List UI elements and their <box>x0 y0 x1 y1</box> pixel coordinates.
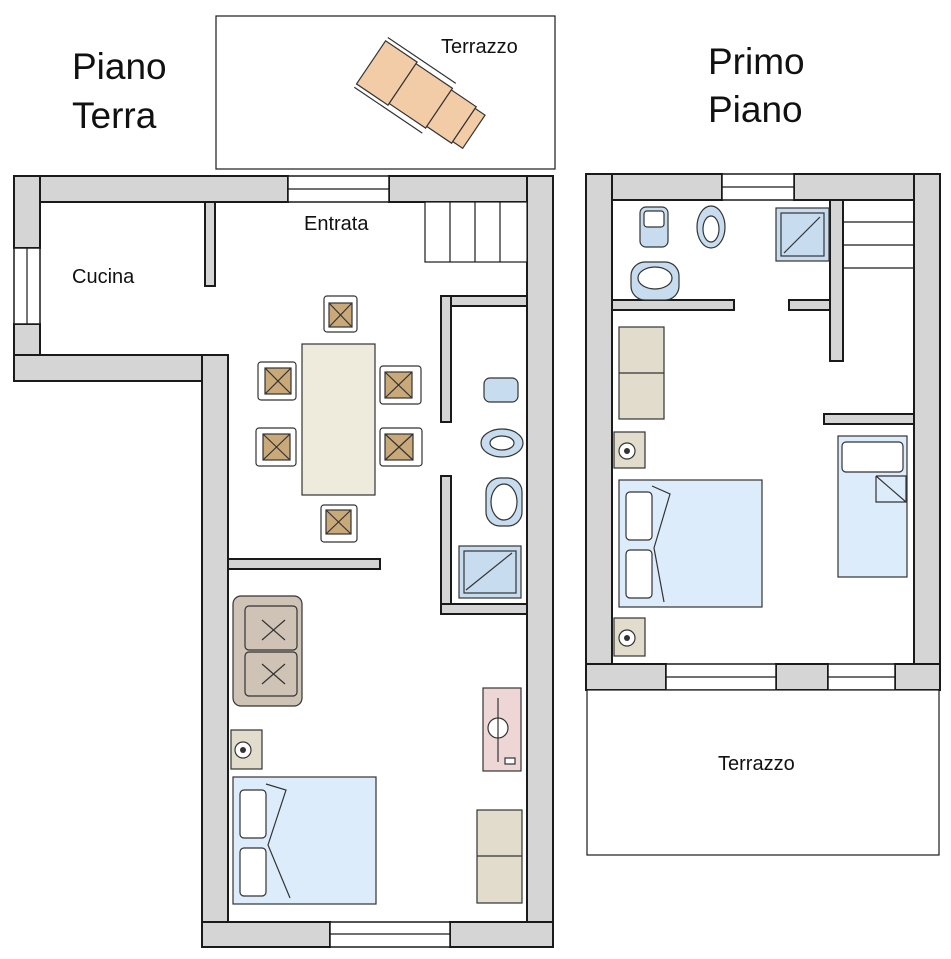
chair <box>320 504 358 543</box>
first-terrace-label: Terrazzo <box>718 753 795 775</box>
ground-floor-title-line2: Terra <box>72 95 157 136</box>
ground-bathroom <box>458 377 524 599</box>
ground-terrace: Terrazzo <box>215 15 556 170</box>
chair <box>379 427 423 467</box>
first-floor-walls <box>585 173 941 691</box>
desk <box>482 687 522 772</box>
ground-terrace-label: Terrazzo <box>441 36 518 58</box>
entrance-label: Entrata <box>304 213 369 235</box>
first-wardrobe <box>618 326 665 420</box>
first-bathroom <box>630 205 830 301</box>
sofa <box>232 595 303 707</box>
ground-stairs <box>424 201 528 263</box>
first-double-bed <box>618 479 763 608</box>
sun-lounger <box>353 36 486 150</box>
ground-bed <box>232 776 377 905</box>
first-nightstand-top <box>613 431 646 469</box>
first-nightstand-bottom <box>613 617 646 657</box>
dining-set <box>255 295 423 543</box>
chair <box>323 295 358 333</box>
ground-nightstand <box>230 729 263 770</box>
bidet <box>483 377 519 403</box>
ground-floor-title-line1: Piano <box>72 46 167 87</box>
first-single-bed <box>837 435 908 578</box>
first-terrace: Terrazzo <box>586 689 940 856</box>
chair <box>379 365 422 405</box>
chair <box>255 427 297 467</box>
dining-table <box>301 343 376 496</box>
kitchen-label: Cucina <box>72 266 135 288</box>
ground-floor-walls <box>13 175 554 948</box>
first-stairs <box>843 221 914 269</box>
chair <box>257 361 297 401</box>
first-floor-title-line1: Primo <box>708 41 805 82</box>
ground-cabinet <box>476 809 523 904</box>
shower <box>458 545 522 599</box>
ground-windows <box>13 175 451 948</box>
first-floor-title-line2: Piano <box>708 89 803 130</box>
